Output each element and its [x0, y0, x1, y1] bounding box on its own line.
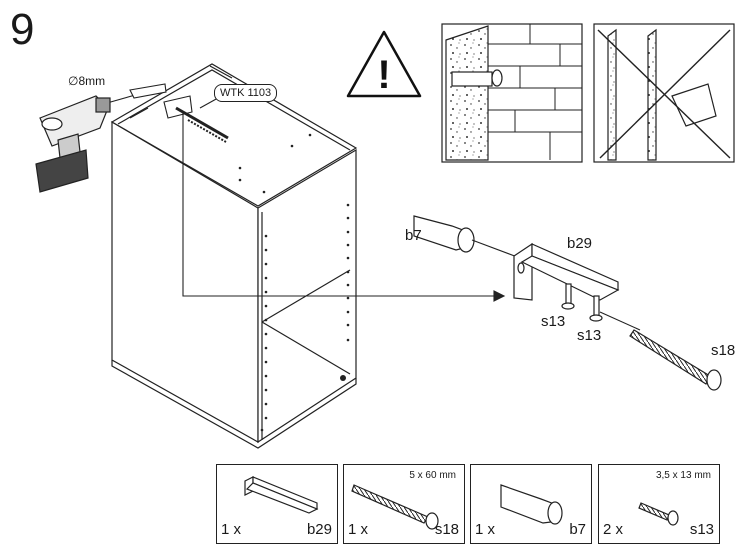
- parts-box-bracket: 1 x b29: [216, 464, 338, 544]
- bracket-b29: [513, 242, 620, 301]
- parts-code: s13: [689, 521, 714, 538]
- step-number: 9: [10, 5, 35, 54]
- short-screw-icon: [638, 502, 679, 526]
- parts-box-wall-plug: 1 x b7: [470, 464, 592, 544]
- parts-dimension: 3,5 x 13 mm: [655, 470, 711, 481]
- label-b7: b7: [405, 227, 422, 244]
- warning-exclamation: !: [377, 53, 390, 97]
- parts-code: b7: [569, 521, 586, 538]
- screw-axis-line: [599, 311, 641, 331]
- cabinet-drawing: [110, 63, 358, 449]
- parts-dimension: 5 x 60 mm: [409, 470, 456, 481]
- parts-qty: 1 x: [348, 521, 369, 538]
- parts-box-long-screw: 5 x 60 mm 1 x s18: [343, 464, 465, 544]
- parts-qty: 1 x: [475, 521, 496, 538]
- drill-icon: [35, 95, 111, 193]
- long-screw-icon: [351, 484, 439, 530]
- warning-triangle-icon: [346, 30, 422, 98]
- plug-axis-line: [471, 239, 521, 259]
- parts-qty: 1 x: [221, 521, 242, 538]
- label-s13-a: s13: [541, 313, 566, 330]
- shelf-holes: [238, 133, 350, 432]
- long-screw-s18: [629, 329, 722, 391]
- wall-detail-correct: [441, 23, 583, 163]
- top-bracket-detail: [163, 95, 229, 143]
- part-callout-wtk: WTK 1103: [214, 84, 278, 102]
- wall-plug-icon: [500, 484, 563, 525]
- wall-plug-b7: [413, 215, 475, 253]
- parts-code: s18: [434, 521, 459, 538]
- parts-box-short-screw: 3,5 x 13 mm 2 x s13: [598, 464, 720, 544]
- wall-detail-incorrect: [593, 23, 735, 163]
- drill-size-label: ∅8mm: [68, 74, 106, 88]
- leader-line: [182, 97, 506, 302]
- label-b29: b29: [567, 235, 593, 252]
- label-s13-b: s13: [577, 327, 602, 344]
- screws-s13: [561, 283, 603, 322]
- label-s18: s18: [711, 342, 736, 359]
- parts-code: b29: [306, 521, 332, 538]
- bracket-icon: [244, 476, 319, 514]
- parts-qty: 2 x: [603, 521, 624, 538]
